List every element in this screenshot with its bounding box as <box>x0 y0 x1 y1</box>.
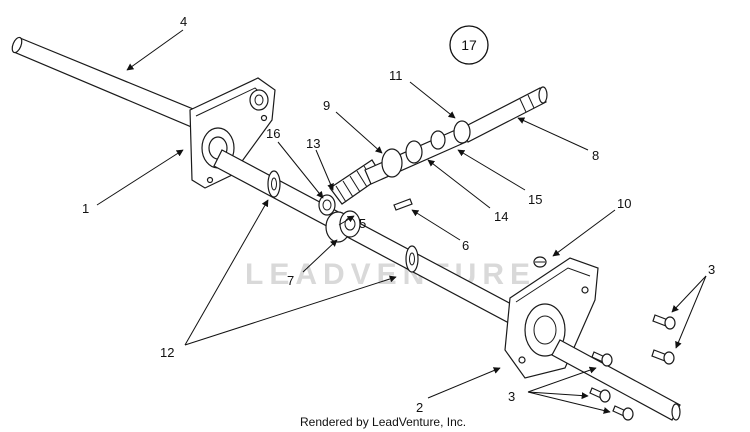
callout-13: 13 <box>306 136 320 151</box>
callout-4: 4 <box>180 14 187 29</box>
callout-labels: 4 1 16 13 9 11 8 15 14 5 6 7 12 10 3 3 2 <box>82 14 715 415</box>
callout-11: 11 <box>389 68 403 83</box>
part-washer-12-b <box>405 245 419 273</box>
callout-6: 6 <box>462 238 469 253</box>
page-badge-number: 17 <box>461 37 477 53</box>
callout-2: 2 <box>416 400 423 415</box>
part-bolt-3-a <box>652 314 676 330</box>
callout-14: 14 <box>494 209 508 224</box>
callout-16: 16 <box>266 126 280 141</box>
part-bolt-3-c <box>591 351 613 367</box>
part-pin-6 <box>393 198 413 211</box>
part-shaft-9 <box>364 127 467 185</box>
callout-3-a: 3 <box>708 262 715 277</box>
part-shaft-8 <box>453 86 548 144</box>
callout-1: 1 <box>82 201 89 216</box>
callout-5: 5 <box>359 216 366 231</box>
callout-12: 12 <box>160 345 174 360</box>
part-gear-7 <box>325 210 361 243</box>
part-screw-10 <box>533 256 547 268</box>
part-bolt-3-b <box>651 349 675 365</box>
part-bushing-16 <box>318 194 336 216</box>
callout-7: 7 <box>287 273 294 288</box>
callout-15: 15 <box>528 192 542 207</box>
part-housing-2 <box>504 257 599 379</box>
page-badge: 17 <box>449 25 489 65</box>
part-shaft-4 <box>11 36 216 135</box>
part-bolt-3-d <box>589 387 611 403</box>
callout-9: 9 <box>323 98 330 113</box>
callout-10: 10 <box>617 196 631 211</box>
leader-lines <box>96 29 707 414</box>
callout-3-b: 3 <box>508 389 515 404</box>
part-output-shaft <box>551 339 681 421</box>
footer-credit: Rendered by LeadVenture, Inc. <box>300 415 466 429</box>
part-bolt-3-e <box>612 405 634 421</box>
part-washer-12-a <box>267 170 281 198</box>
callout-8: 8 <box>592 148 599 163</box>
watermark: LEADVENTURE <box>245 258 536 291</box>
